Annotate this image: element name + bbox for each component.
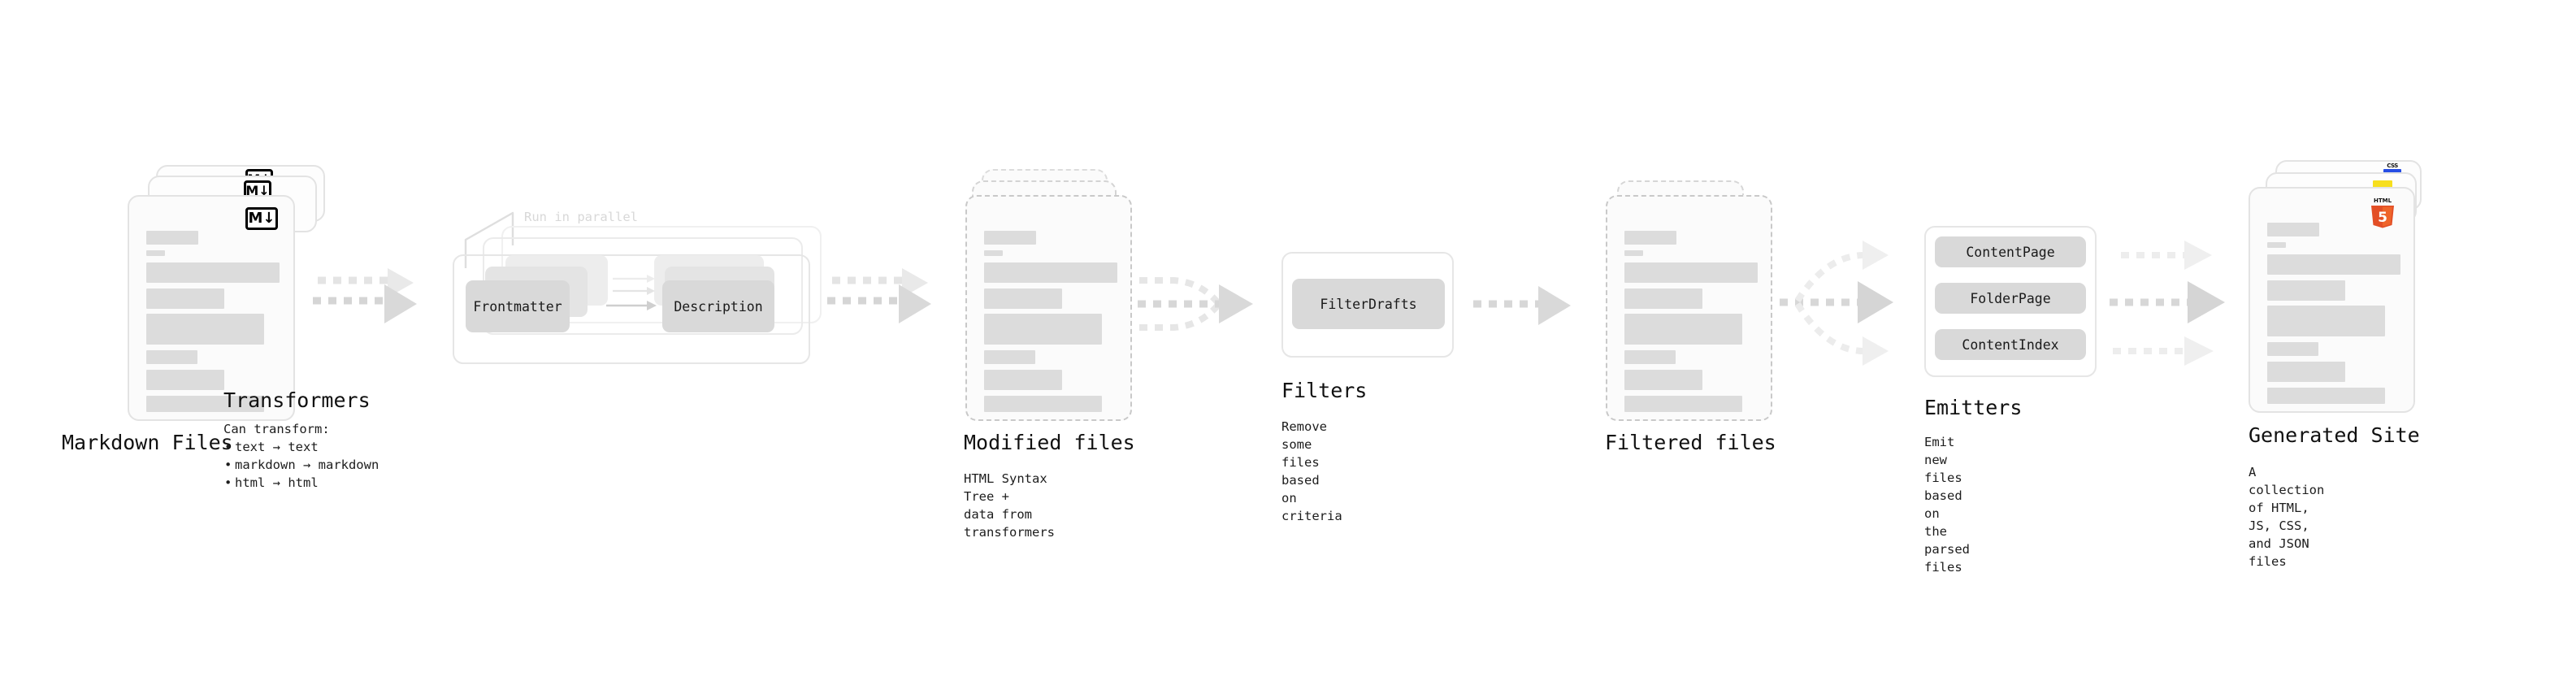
stage-title-transformers: Transformers [223,388,371,412]
markdown-badge: M↓ [245,207,278,230]
skeleton-bar [2267,306,2385,336]
skeleton-bar [146,396,264,412]
skeleton-bar [1624,314,1742,345]
skeleton-bar [984,288,1062,309]
transformer-group [453,254,810,364]
transformer-inner-arrows [606,275,657,310]
skeleton-bar [984,350,1035,364]
stage-title-filters: Filters [1281,379,1368,402]
skeleton-bar [984,231,1036,245]
skeleton-bar [1624,288,1702,309]
stage-title-filtered-files: Filtered files [1605,431,1776,454]
skeleton-bar [1624,396,1742,412]
skeleton-bar [984,396,1102,412]
stage-title-generated-site: Generated Site [2249,423,2420,447]
emitter-pill-contentpage[interactable]: ContentPage [1935,236,2086,267]
skeleton-bar [2267,362,2345,382]
connector-transformers-to-modified [827,268,931,323]
transformers-bullet-list: Can transform: text → text markdown → ma… [223,420,379,492]
emitter-pill-contentindex[interactable]: ContentIndex [1935,329,2086,360]
transformers-bullet-item: html → html [224,474,379,492]
stage-subtitle-generated-site: A collection of HTML, JS, CSS, and JSON … [2249,465,2325,569]
filtered-file-card [1606,195,1772,421]
css-badge-label: CSS [2387,163,2398,169]
skeleton-bar [2267,280,2345,301]
skeleton-bar [146,350,197,364]
markdown-file-card: M↓ [128,195,295,421]
skeleton-bar [1624,350,1676,364]
skeleton-bar [984,370,1062,390]
svg-text:HTML: HTML [2374,197,2392,204]
modified-file-card [965,195,1132,421]
html5-icon: HTML 5 [2371,197,2394,228]
stage-title-emitters: Emitters [1924,396,2023,419]
connector-md-to-transformers [313,268,417,323]
site-file-card: HTML 5 [2249,187,2415,413]
skeleton-bar [984,262,1117,283]
skeleton-bar [146,250,165,256]
stage-title-modified-files: Modified files [964,431,1135,454]
skeleton-bar [1624,262,1758,283]
filter-pill-filterdrafts[interactable]: FilterDrafts [1292,279,1445,329]
transformer-pill-frontmatter[interactable]: Frontmatter [466,280,570,332]
skeleton-bar [984,250,1003,256]
transformer-pill-description[interactable]: Description [662,280,774,332]
skeleton-bar [146,370,224,390]
skeleton-bar [2267,342,2318,356]
svg-text:5: 5 [2378,210,2387,226]
skeleton-bar [2267,242,2286,248]
skeleton-bar [146,288,224,309]
skeleton-bar [2267,388,2385,404]
skeleton-bar [146,262,280,283]
emitters-group [1924,226,2097,377]
stage-subtitle-emitters: Emit new files based on the parsed files [1924,435,1970,575]
skeleton-bar [1624,250,1643,256]
stage-title-markdown-files: Markdown Files [62,431,233,454]
transformers-bullet-item: markdown → markdown [224,456,379,474]
connector-filters-to-filtered [1473,286,1571,325]
connector-modified-to-filters [1138,277,1253,331]
connector-emitters-to-site [2110,241,2225,366]
run-in-parallel-bracket [464,211,514,268]
stage-subtitle-filters: Remove some files based on criteria [1281,419,1342,523]
skeleton-bar [146,231,198,245]
skeleton-bar [984,314,1102,345]
emitter-pill-folderpage[interactable]: FolderPage [1935,283,2086,314]
css-badge: CSS [2383,163,2401,173]
skeleton-bar [2267,254,2400,275]
skeleton-bar [1624,370,1702,390]
transformers-bullet-item: text → text [224,438,379,456]
skeleton-bar [1624,231,1676,245]
transformers-bullets-lead: Can transform: [223,422,330,436]
filters-group [1281,252,1454,358]
run-in-parallel-label: Run in parallel [524,210,638,224]
skeleton-bar [146,314,264,345]
stage-subtitle-modified-files: HTML Syntax Tree + data from transformer… [964,471,1055,540]
connector-filtered-to-emitters [1780,241,1893,366]
skeleton-bar [2267,223,2319,236]
